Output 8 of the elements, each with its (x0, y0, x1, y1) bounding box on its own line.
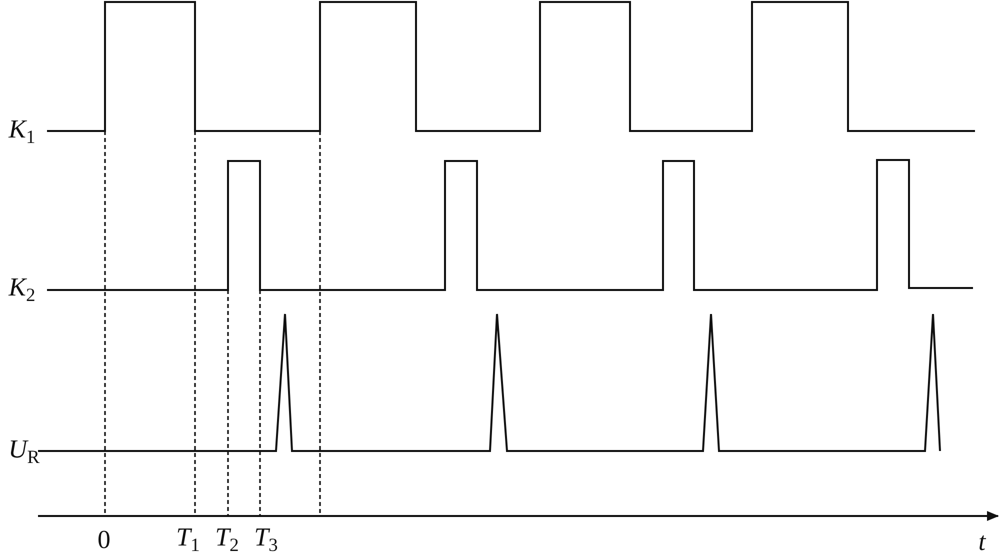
tick-label: T$_{1}$ (176, 524, 200, 556)
tick-label: T$_{2}$ (215, 524, 239, 556)
axis-label: t (978, 529, 986, 555)
tick-label: T$_{3}$ (254, 524, 278, 556)
signal-label: K$_{1}$ (8, 116, 36, 148)
tick-label: 0 (98, 527, 110, 553)
signal-label: U$_{R}$ (8, 436, 40, 468)
signal-label: K$_{2}$ (8, 274, 36, 306)
